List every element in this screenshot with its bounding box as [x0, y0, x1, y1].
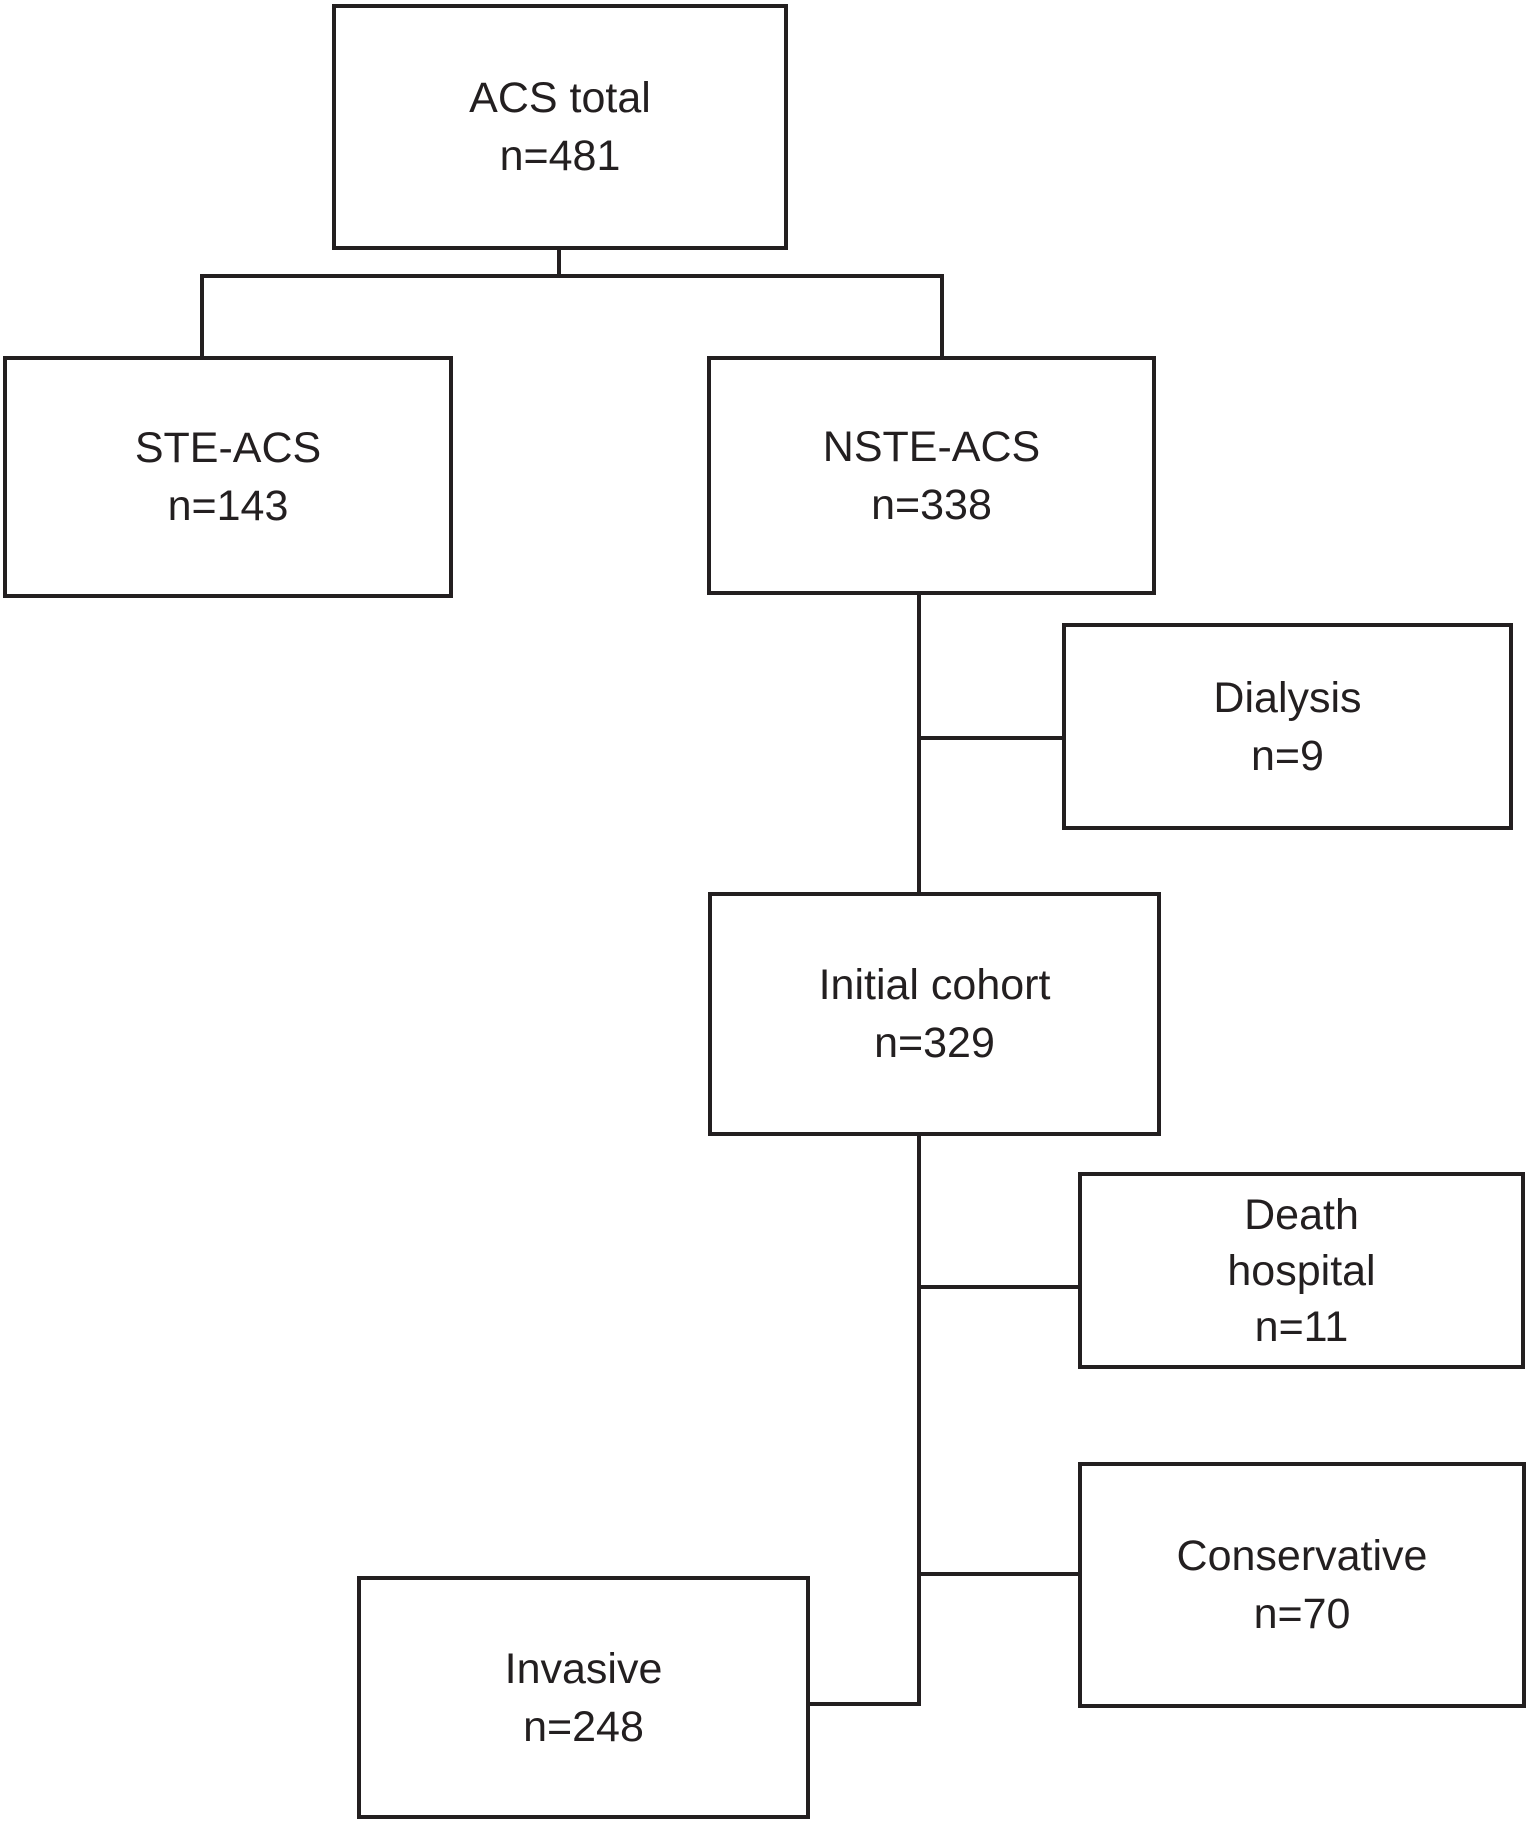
node-invasive-label: Invasive — [504, 1644, 663, 1693]
node-acs-total-count: n=481 — [499, 132, 621, 180]
connector-conservative-branch — [917, 1572, 1082, 1576]
connector-nste-acs-drop — [940, 274, 944, 360]
node-ste-acs: STE-ACS n=143 — [3, 356, 453, 598]
node-death-hospital-count: n=11 — [1254, 1302, 1349, 1351]
node-nste-acs: NSTE-ACS n=338 — [707, 356, 1156, 595]
node-dialysis-label: Dialysis — [1213, 673, 1362, 722]
node-death-hospital-label-line1: Death — [1244, 1190, 1359, 1239]
node-dialysis: Dialysis n=9 — [1062, 623, 1513, 830]
node-invasive-count: n=248 — [523, 1702, 644, 1751]
node-ste-acs-label: STE-ACS — [134, 424, 322, 472]
connector-main-trunk — [917, 592, 921, 1706]
node-conservative-count: n=70 — [1253, 1590, 1351, 1638]
node-dialysis-count: n=9 — [1251, 731, 1324, 780]
connector-dialysis-branch — [917, 736, 1066, 740]
node-nste-acs-count: n=338 — [871, 480, 992, 529]
node-death-hospital-label-line2: hospital — [1227, 1246, 1376, 1295]
node-acs-total: ACS total n=481 — [332, 4, 788, 250]
connector-death-hospital-branch — [917, 1285, 1082, 1289]
connector-invasive-branch — [807, 1702, 921, 1706]
connector-split-horizontal — [200, 274, 944, 278]
node-death-hospital: Death hospital n=11 — [1078, 1172, 1525, 1369]
connector-acs-total-stub — [557, 248, 561, 278]
node-ste-acs-count: n=143 — [167, 482, 289, 530]
node-nste-acs-label: NSTE-ACS — [822, 422, 1041, 471]
node-acs-total-label: ACS total — [469, 74, 651, 122]
node-initial-cohort: Initial cohort n=329 — [708, 892, 1161, 1136]
node-initial-cohort-label: Initial cohort — [818, 961, 1051, 1009]
connector-ste-acs-drop — [200, 274, 204, 360]
node-initial-cohort-count: n=329 — [874, 1019, 995, 1067]
node-conservative: Conservative n=70 — [1078, 1462, 1526, 1708]
node-conservative-label: Conservative — [1176, 1532, 1428, 1580]
node-invasive: Invasive n=248 — [357, 1576, 810, 1819]
